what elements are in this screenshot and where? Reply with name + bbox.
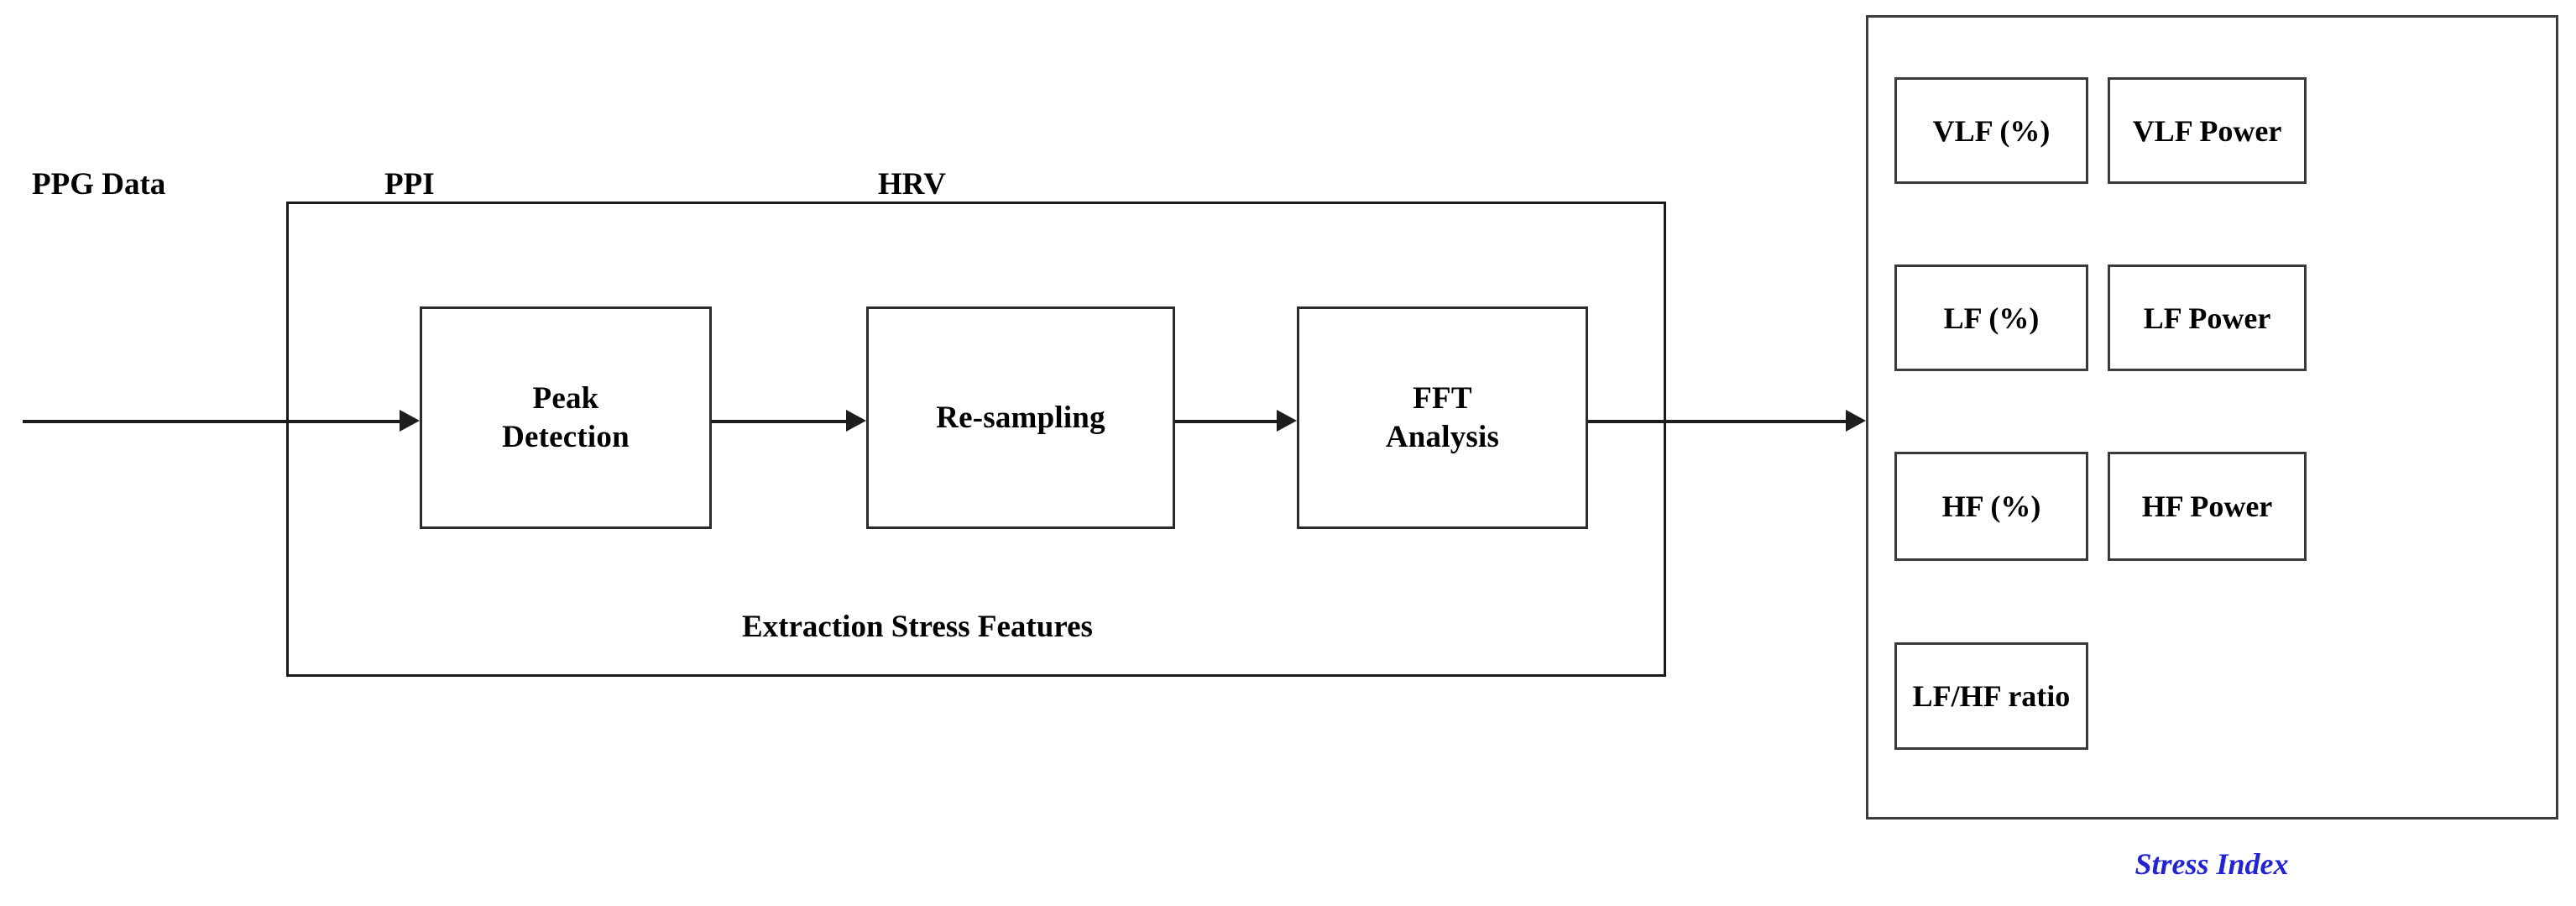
results-panel [1866,15,2558,820]
extraction-stress-features-group [286,202,1666,677]
connector-ppg-to-peak [23,420,401,423]
process-box-fft-analysis[interactable]: FFT Analysis [1297,306,1588,529]
feature-box-lf-power-label: LF Power [2143,301,2271,335]
feature-box-hf-percent[interactable]: HF (%) [1894,452,2088,561]
feature-box-vlf-percent-label: VLF (%) [1932,113,2051,148]
process-box-fft-analysis-line2: Analysis [1385,419,1500,454]
feature-box-lf-hf-ratio-label: LF/HF ratio [1912,679,2071,713]
group-caption-extraction-stress-features: Extraction Stress Features [742,610,1093,644]
process-box-peak-detection[interactable]: Peak Detection [420,306,712,529]
feature-box-hf-percent-label: HF (%) [1941,490,2041,523]
label-hrv: HRV [878,167,946,202]
label-ppi: PPI [384,167,435,202]
feature-box-lf-percent[interactable]: LF (%) [1894,264,2088,371]
feature-box-lf-power[interactable]: LF Power [2108,264,2307,371]
process-box-peak-detection-line2: Detection [502,419,630,454]
process-box-re-sampling-line1: Re-sampling [936,400,1105,435]
feature-box-vlf-power[interactable]: VLF Power [2108,77,2307,184]
arrowhead-peak-input [400,410,420,432]
feature-box-lf-hf-ratio[interactable]: LF/HF ratio [1894,642,2088,750]
process-box-re-sampling[interactable]: Re-sampling [866,306,1175,529]
feature-box-vlf-percent[interactable]: VLF (%) [1894,77,2088,184]
process-box-fft-analysis-line1: FFT [1413,381,1472,416]
connector-resample-to-fft [1175,420,1277,423]
arrowhead-fft-input [1277,410,1297,432]
connector-peak-to-resample [712,420,846,423]
arrowhead-results-panel-input [1846,410,1866,432]
feature-box-hf-power-label: HF Power [2141,490,2273,523]
process-box-peak-detection-line1: Peak [532,381,599,416]
connector-fft-to-results-panel [1588,420,1846,423]
arrowhead-resample-input [846,410,866,432]
feature-box-hf-power[interactable]: HF Power [2108,452,2307,561]
feature-box-lf-percent-label: LF (%) [1943,301,2040,335]
feature-box-vlf-power-label: VLF Power [2132,113,2282,148]
label-ppg-data: PPG Data [32,167,166,202]
results-panel-caption-stress-index: Stress Index [2134,847,2289,881]
